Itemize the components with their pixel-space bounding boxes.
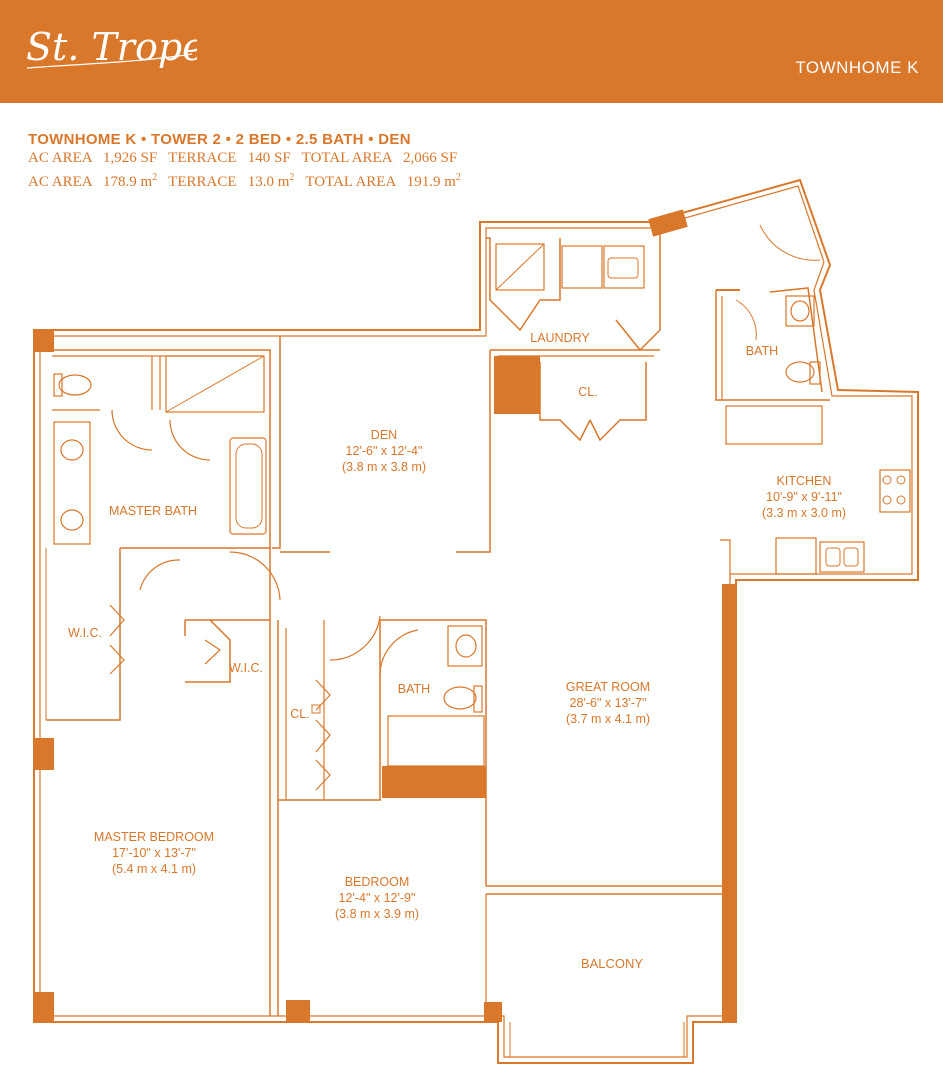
closet-top-label: CL.: [578, 385, 598, 399]
kitchen-name: KITCHEN: [776, 474, 832, 488]
specs-metric-total: TOTAL AREA 191.9 m: [294, 174, 456, 190]
wall-column: [382, 766, 486, 798]
laundry-label: LAUNDRY: [530, 331, 590, 345]
kitchen-metric: (3.3 m x 3.0 m): [761, 506, 847, 520]
bath-mid-label: BATH: [397, 682, 431, 696]
sup-2: 2: [152, 172, 158, 183]
den-name: DEN: [370, 428, 398, 442]
wall-column: [494, 356, 540, 414]
den-metric: (3.8 m x 3.8 m): [341, 460, 427, 474]
den-label: DEN 12'-6" x 12'-4" (3.8 m x 3.8 m): [342, 427, 426, 475]
great-room-dimensions: 28'-6" x 13'-7": [569, 696, 647, 710]
exterior-wall-inner: [39, 185, 913, 1058]
wall-column: [34, 330, 54, 352]
wall-column: [286, 1000, 310, 1022]
great-room-label: GREAT ROOM 28'-6" x 13'-7" (3.7 m x 4.1 …: [566, 679, 650, 727]
specs-metric-ac: AC AREA 178.9 m: [28, 174, 153, 190]
great-room-metric: (3.7 m x 4.1 m): [565, 712, 651, 726]
specs-imperial: AC AREA 1,926 SF TERRACE 140 SF TOTAL AR…: [28, 150, 458, 166]
sup-2: 2: [455, 172, 461, 183]
master-bedroom-dimensions: 17'-10" x 13'-7": [112, 846, 196, 860]
master-bedroom-label: MASTER BEDROOM 17'-10" x 13'-7" (5.4 m x…: [94, 829, 214, 877]
bedroom-name: BEDROOM: [344, 875, 410, 889]
balcony-label: BALCONY: [580, 956, 644, 971]
st-tropez-logo: St. Tropez: [26, 25, 197, 69]
bedroom-metric: (3.8 m x 3.9 m): [334, 907, 420, 921]
bedroom-dimensions: 12'-4" x 12'-9": [338, 891, 416, 905]
specs-metric: AC AREA 178.9 m2 TERRACE 13.0 m2 TOTAL A…: [28, 168, 461, 192]
logo-text: St. Tropez: [26, 25, 197, 69]
great-room-name: GREAT ROOM: [565, 680, 651, 694]
master-bedroom-name: MASTER BEDROOM: [93, 830, 215, 844]
exterior-wall: [33, 178, 919, 1064]
closet-mid-label: CL.: [290, 707, 310, 721]
bedroom-label: BEDROOM 12'-4" x 12'-9" (3.8 m x 3.9 m): [335, 874, 419, 922]
master-bedroom-metric: (5.4 m x 4.1 m): [111, 862, 197, 876]
unit-specs: TOWNHOME K • TOWER 2 • 2 BED • 2.5 BATH …: [28, 130, 461, 192]
kitchen-dimensions: 10'-9" x 9'-11": [766, 490, 842, 504]
wall-column: [484, 1002, 502, 1022]
wic-mid-label: W.I.C.: [228, 661, 264, 675]
bath-right-label: BATH: [745, 344, 779, 358]
wall-column: [34, 992, 54, 1022]
wall-column: [34, 738, 54, 770]
sup-2: 2: [289, 172, 295, 183]
den-dimensions: 12'-6" x 12'-4": [345, 444, 423, 458]
specs-metric-terrace: TERRACE 13.0 m: [157, 174, 290, 190]
header-banner: St. Tropez TOWNHOME K: [0, 0, 943, 103]
specs-summary: TOWNHOME K • TOWER 2 • 2 BED • 2.5 BATH …: [28, 131, 411, 148]
unit-title: TOWNHOME K: [795, 58, 919, 77]
wic-left-label: W.I.C.: [67, 626, 103, 640]
wall-column: [648, 209, 688, 237]
master-bath-label: MASTER BATH: [109, 504, 197, 518]
kitchen-label: KITCHEN 10'-9" x 9'-11" (3.3 m x 3.0 m): [762, 473, 846, 521]
wall-column: [722, 584, 736, 1022]
